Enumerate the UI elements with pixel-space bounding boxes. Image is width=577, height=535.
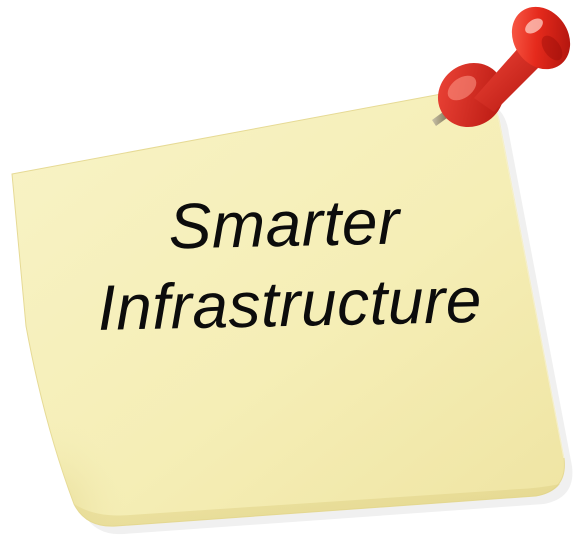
note-title-line-2: Infrastructure [97, 263, 483, 344]
note-text: Smarter Infrastructure [28, 180, 541, 351]
note-title-line-1: Smarter [167, 185, 401, 263]
